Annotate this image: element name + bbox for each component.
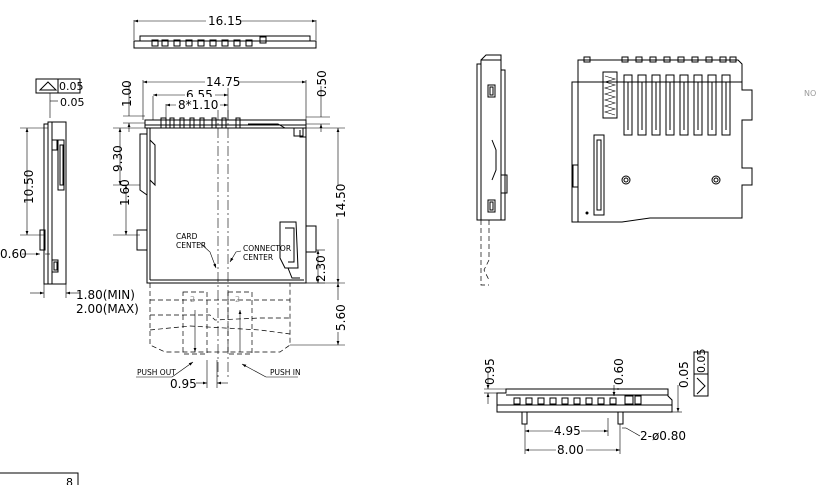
dim-side-height: 10.50	[22, 170, 36, 204]
dim-front-8-00: 8.00	[557, 443, 584, 457]
card-push-outline: 2 2	[149, 283, 291, 355]
dim-1-60: 1.60	[118, 179, 132, 206]
front-view: 0.95 0.60 0.05 0.05 4.95 8.00 2-ø0.80	[483, 349, 709, 457]
corner-label: NO	[804, 89, 816, 98]
bottom-view-bumps	[583, 56, 737, 63]
dim-front-0-95: 0.95	[483, 358, 497, 385]
bottom-view	[571, 56, 753, 223]
dim-body-width: 14.75	[206, 75, 240, 89]
bottom-view-contacts	[623, 74, 731, 136]
front-flatness-value: 0.05	[695, 349, 708, 374]
main-plan-view: 14.75 6.55 8*1.10 1.00 0.50	[111, 70, 348, 391]
dim-front-hole: 2-ø0.80	[640, 429, 686, 443]
dim-body-length: 14.50	[334, 184, 348, 218]
dim-front-4-95: 4.95	[554, 424, 581, 438]
dim-side-0-05: 0.05	[60, 96, 85, 109]
right-side-view	[476, 54, 508, 286]
push-out-label: PUSH OUT	[137, 368, 176, 377]
bottom-fragment-text: 8	[66, 476, 73, 485]
top-view-pins	[151, 36, 267, 47]
push-in-label: PUSH IN	[270, 368, 301, 377]
bottom-left-fragment: 8	[0, 472, 79, 485]
dim-front-0-05: 0.05	[677, 361, 691, 388]
contact-tabs	[160, 117, 286, 129]
dim-side-0-60: 0.60	[0, 247, 27, 261]
dim-min-height: 1.80(MIN)	[76, 288, 135, 302]
dim-2-30: 2.30	[314, 255, 328, 282]
dim-1-00: 1.00	[120, 80, 134, 107]
dim-front-0-60: 0.60	[612, 358, 626, 385]
left-side-view: 0.05 0.05 10.50 0.60 1.80(MIN) 2.00(MAX)	[0, 78, 139, 316]
svg-text:2: 2	[190, 295, 195, 304]
dim-0-50: 0.50	[315, 70, 329, 97]
flatness-value: 0.05	[59, 80, 84, 93]
dim-5-60: 5.60	[334, 304, 348, 331]
connector-center-label-1: CONNECTOR	[243, 244, 291, 253]
dim-pitch: 8*1.10	[178, 98, 218, 112]
connector-center-label-2: CENTER	[243, 253, 273, 262]
card-center-label-1: CARD	[176, 232, 198, 241]
dim-9-30: 9.30	[111, 145, 125, 172]
top-edge-view: 16.15	[133, 13, 317, 49]
dim-0-95-bottom: 0.95	[170, 377, 197, 391]
dim-top-width: 16.15	[208, 14, 242, 28]
card-center-label-2: CENTER	[176, 241, 206, 250]
svg-text:2: 2	[235, 295, 240, 304]
dim-max-height: 2.00(MAX)	[76, 302, 139, 316]
front-view-pins	[513, 395, 642, 405]
